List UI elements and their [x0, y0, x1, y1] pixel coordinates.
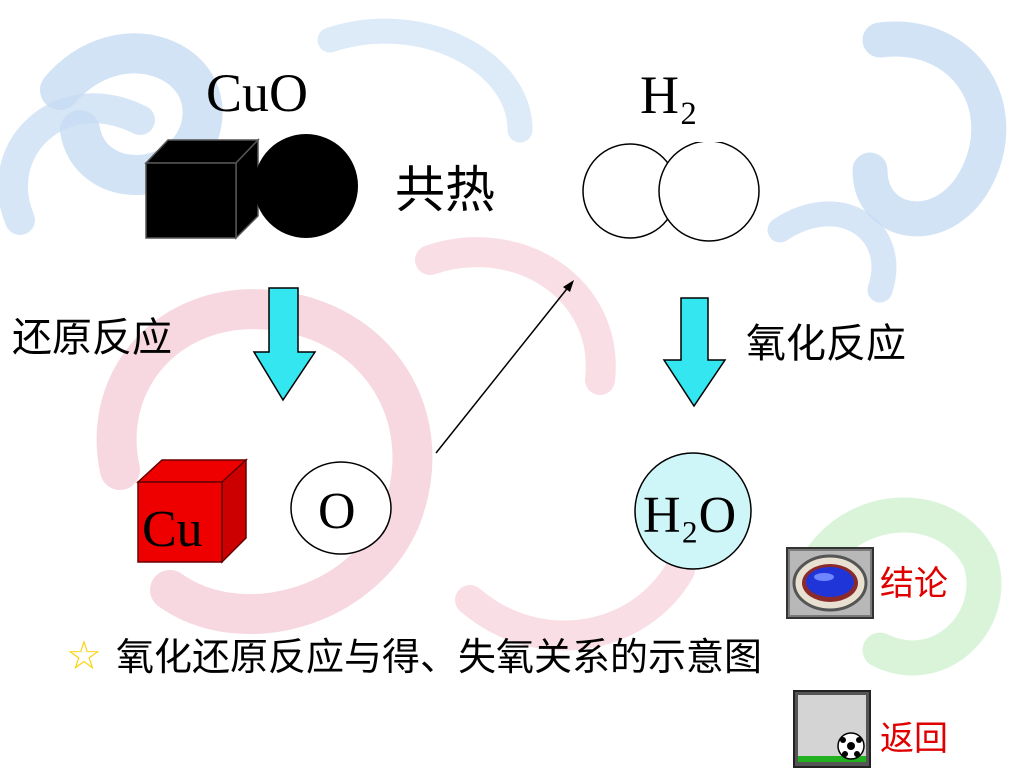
reduction-label: 还原反应	[12, 315, 172, 361]
star-icon: ☆	[66, 633, 102, 679]
o-label: O	[318, 483, 356, 540]
diagram-caption: 氧化还原反应与得、失氧关系的示意图	[116, 635, 763, 679]
cu-label: Cu	[142, 501, 203, 558]
oxidation-down-arrow	[662, 297, 727, 408]
conclusion-link[interactable]: 结论	[880, 564, 948, 604]
oxygen-atom	[290, 461, 392, 555]
copper-cube-red	[136, 458, 248, 564]
h2-label: H₂	[640, 65, 698, 125]
h2o-molecule	[634, 452, 752, 570]
oval-gem-icon	[786, 547, 874, 619]
cuo-label: CuO	[206, 63, 309, 123]
hydrogen-atom-right	[658, 142, 760, 242]
soccer-ball-icon	[793, 690, 871, 768]
cuo-particle	[144, 134, 358, 240]
reduction-down-arrow	[252, 287, 317, 402]
copper-atom-cube-black	[144, 138, 260, 240]
conclusion-button[interactable]	[786, 547, 874, 619]
heat-label: 共热	[395, 161, 495, 219]
h2-molecule	[582, 142, 760, 242]
h2o-label: H₂O	[643, 487, 737, 544]
back-link[interactable]: 返回	[880, 719, 948, 759]
oxygen-atom-black	[254, 134, 358, 238]
oxygen-transfer-arrow	[435, 280, 574, 454]
back-button[interactable]	[793, 690, 871, 768]
oxidation-label: 氧化反应	[746, 321, 906, 367]
